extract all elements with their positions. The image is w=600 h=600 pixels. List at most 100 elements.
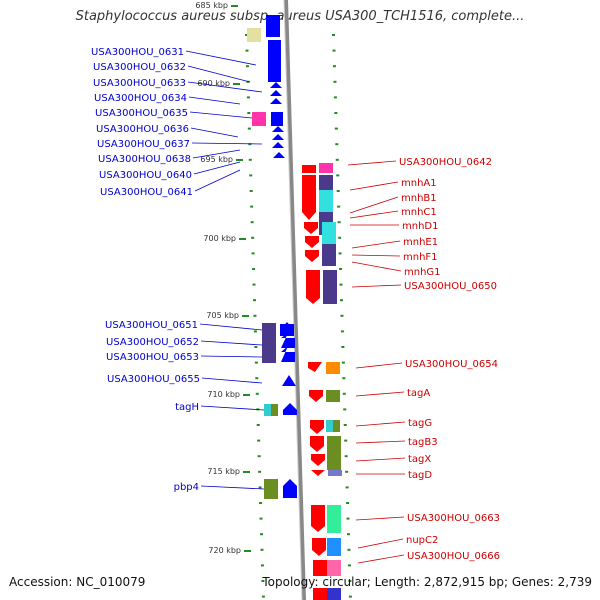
minus-strand-annotations (247, 28, 278, 499)
annotation-box (327, 505, 341, 533)
tick-mark (251, 236, 255, 239)
map-title: Staphylococcus aureus subsp. aureus USA3… (75, 9, 525, 24)
label-leader (201, 377, 263, 384)
tick-mark (341, 361, 345, 364)
tick-mark (250, 205, 254, 208)
gene-arrow (281, 333, 295, 348)
label-leader (355, 362, 403, 369)
tick-mark (342, 392, 346, 395)
gene-arrow (304, 222, 318, 234)
annotation-box (323, 270, 337, 304)
accession-text: Accession: NC_010079 (9, 575, 146, 589)
gene-arrow (302, 175, 316, 220)
kbp-tick (239, 238, 246, 240)
gene-label: USA300HOU_0638 (98, 154, 191, 165)
tick-mark (251, 252, 255, 255)
tick-mark (339, 283, 343, 286)
tick-mark (258, 486, 262, 489)
gene-arrow (281, 346, 295, 362)
annotation-box (327, 538, 341, 556)
gene-arrow (272, 126, 284, 132)
label-leader (191, 142, 263, 145)
label-leader (189, 111, 253, 119)
tick-mark (261, 580, 265, 582)
label-leader (351, 261, 402, 272)
tick-mark (252, 299, 256, 302)
tick-mark (346, 533, 350, 536)
gene-arrow (282, 375, 296, 386)
gene-label: mnhC1 (401, 207, 437, 218)
label-leader (351, 254, 401, 257)
gene-arrow (310, 420, 324, 434)
tick-mark (337, 205, 341, 208)
annotation-box (262, 323, 276, 363)
annotation-box (327, 560, 341, 576)
label-leader (349, 181, 399, 191)
gene-arrow (311, 505, 325, 532)
gene-label: USA300HOU_0653 (106, 352, 199, 363)
label-leader (193, 161, 241, 175)
tick-mark (334, 112, 338, 114)
gene-label: USA300HOU_0651 (105, 320, 198, 331)
label-leader (357, 554, 405, 564)
label-leader (192, 149, 241, 159)
gene-label: tagX (408, 454, 431, 465)
gene-label: USA300HOU_0637 (97, 139, 190, 150)
annotation-box (326, 390, 340, 402)
tick-mark (332, 34, 336, 36)
gene-label: USA300HOU_0655 (107, 374, 200, 385)
plus-strand-annotations (319, 163, 342, 600)
tick-mark (348, 595, 352, 598)
tick-marks (245, 34, 352, 598)
gene-label: USA300HOU_0642 (399, 157, 492, 168)
gene-block (302, 165, 316, 173)
gene-label: tagG (408, 418, 432, 429)
gene-label: USA300HOU_0635 (95, 108, 188, 119)
tick-mark (343, 424, 347, 426)
label-leader (188, 96, 241, 105)
gene-arrow (283, 479, 297, 498)
gene-label: USA300HOU_0666 (407, 551, 500, 562)
right-gene-labels: USA300HOU_0642mnhA1mnhB1mnhC1mnhD1mnhE1m… (399, 157, 500, 562)
tick-mark (253, 314, 257, 317)
tick-mark (336, 190, 340, 192)
gene-label: mnhG1 (404, 267, 441, 278)
gene-label: tagA (407, 388, 430, 399)
tick-mark (245, 34, 249, 36)
annotation-box (326, 420, 333, 432)
annotation-box (264, 404, 271, 416)
label-leader (187, 65, 251, 83)
tick-mark (337, 221, 341, 224)
tick-mark (249, 174, 253, 177)
gene-label: nupC2 (406, 535, 438, 546)
annotation-box (319, 163, 333, 173)
gene-arrow (312, 538, 326, 556)
left-gene-labels: USA300HOU_0631USA300HOU_0632USA300HOU_06… (91, 47, 200, 493)
kbp-label: 705 kbp (206, 311, 239, 320)
annotation-box (328, 470, 342, 476)
label-leader (355, 440, 406, 444)
kbp-tick (242, 315, 249, 317)
kbp-label: 685 kbp (195, 1, 228, 10)
gene-label: USA300HOU_0654 (405, 359, 498, 370)
tick-mark (334, 127, 338, 130)
tick-mark (260, 564, 264, 567)
gene-label: mnhB1 (401, 193, 437, 204)
tick-mark (339, 268, 343, 270)
tick-mark (250, 221, 254, 224)
tick-mark (252, 268, 256, 270)
gene-arrow (311, 454, 325, 466)
tick-mark (344, 455, 348, 458)
tick-mark (339, 299, 343, 302)
gene-arrow (272, 134, 284, 140)
tick-mark (340, 314, 344, 317)
right-label-leaders (347, 160, 406, 564)
tick-mark (347, 548, 351, 551)
label-leader (200, 485, 265, 490)
gene-arrow (272, 142, 284, 148)
tick-mark (343, 408, 347, 411)
gene-label: USA300HOU_0641 (100, 187, 193, 198)
gene-label: USA300HOU_0636 (96, 124, 189, 135)
label-leader (357, 538, 404, 549)
